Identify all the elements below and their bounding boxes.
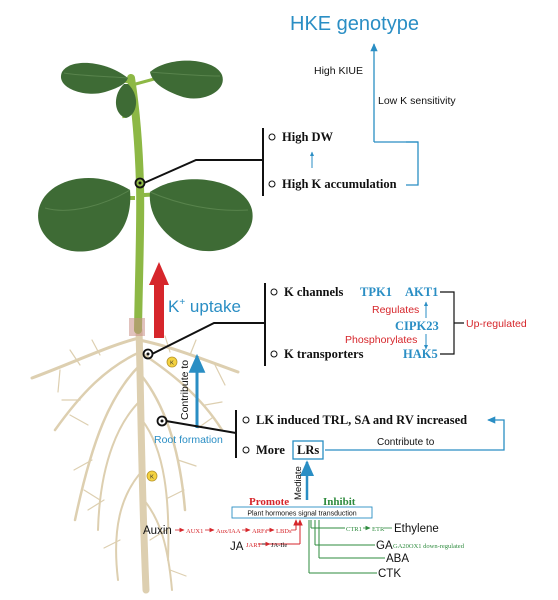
svg-text:High DW: High DW — [282, 130, 334, 144]
item-lk-induced: LK induced TRL, SA and RV increased — [242, 413, 467, 427]
svg-text:More: More — [256, 443, 285, 457]
gene-cipk23: CIPK23 — [395, 319, 439, 333]
label-low-k-sensitivity: Low K sensitivity — [378, 95, 456, 107]
leaf-top-bud — [115, 84, 137, 118]
gene-etr: ETR — [372, 526, 385, 533]
label-lrs: LRs — [297, 443, 319, 457]
arrow-lrs-contribute — [325, 416, 505, 451]
bracket-up-regulated — [440, 291, 464, 355]
item-more-lrs: More — [242, 443, 285, 457]
item-high-k-accumulation: High K accumulation — [268, 177, 397, 191]
gene-aux1: AUX1 — [186, 528, 203, 535]
signal-transduction-box — [231, 506, 373, 519]
leaf-top-right — [150, 60, 223, 99]
label-phosphorylates: Phosphorylates — [345, 334, 417, 346]
svg-text:K channels: K channels — [284, 285, 344, 299]
label-ctk: CTK — [378, 568, 401, 580]
svg-text:K: K — [150, 475, 154, 481]
leaf-left — [38, 177, 131, 252]
label-aba: ABA — [386, 553, 409, 565]
k-uptake-arrow — [149, 262, 169, 338]
label-up-regulated: Up-regulated — [466, 318, 527, 330]
item-high-dw: High DW — [268, 130, 334, 144]
svg-text:Plant hormones signal transduc: Plant hormones signal transduction — [247, 511, 356, 518]
lrs-box — [292, 440, 324, 460]
gene-arfs: ARFs — [252, 528, 268, 535]
label-promote: Promote — [249, 496, 289, 508]
svg-text:K transporters: K transporters — [284, 347, 364, 361]
label-ethylene: Ethylene — [394, 523, 439, 535]
gene-hak5: HAK5 — [403, 347, 438, 361]
gene-tpk1: TPK1 — [360, 285, 392, 299]
svg-text:High K accumulation: High K accumulation — [282, 177, 397, 191]
label-inhibit: Inhibit — [323, 496, 356, 508]
label-regulates: Regulates — [372, 304, 419, 316]
gene-ja-ile: JA-Ile — [271, 542, 287, 549]
gene-jar1: JAR1 — [246, 542, 261, 549]
leaf-top-left — [60, 62, 128, 94]
item-k-channels: K channels — [270, 285, 344, 299]
k-badge-upper: K — [166, 356, 178, 368]
gene-ctr1: CTR1 — [346, 526, 362, 533]
leaf-right — [149, 179, 253, 252]
label-auxin: Auxin — [143, 525, 172, 537]
label-ga: GA — [376, 540, 393, 552]
gene-aux-iaa: Aux/IAA — [216, 528, 241, 535]
label-root-formation: Root formation — [154, 434, 223, 446]
label-contribute-to-h: Contribute to — [377, 437, 435, 448]
label-mediate: Mediate — [293, 466, 304, 500]
label-high-kiue: High KIUE — [314, 65, 363, 77]
svg-text:K: K — [170, 361, 174, 367]
k-badge-lower: K — [146, 470, 158, 482]
root-system — [30, 326, 240, 594]
label-ja: JA — [230, 541, 244, 553]
plant-shoot — [38, 60, 253, 336]
svg-text:LK induced TRL, SA and RV incr: LK induced TRL, SA and RV increased — [256, 413, 467, 427]
label-contribute-to-vertical: Contribute to — [179, 360, 191, 420]
hormone-connectors — [258, 519, 385, 574]
title-hke-genotype: HKE genotype — [290, 13, 419, 35]
bracket-dw-k — [406, 141, 419, 186]
gene-ga20ox1: GA20OX1 down-regulated — [393, 543, 465, 550]
gene-lbds: LBDs — [276, 528, 292, 535]
item-k-transporters: K transporters — [270, 347, 364, 361]
gene-akt1: AKT1 — [405, 285, 438, 299]
label-k-uptake: K+ uptake — [168, 297, 241, 316]
